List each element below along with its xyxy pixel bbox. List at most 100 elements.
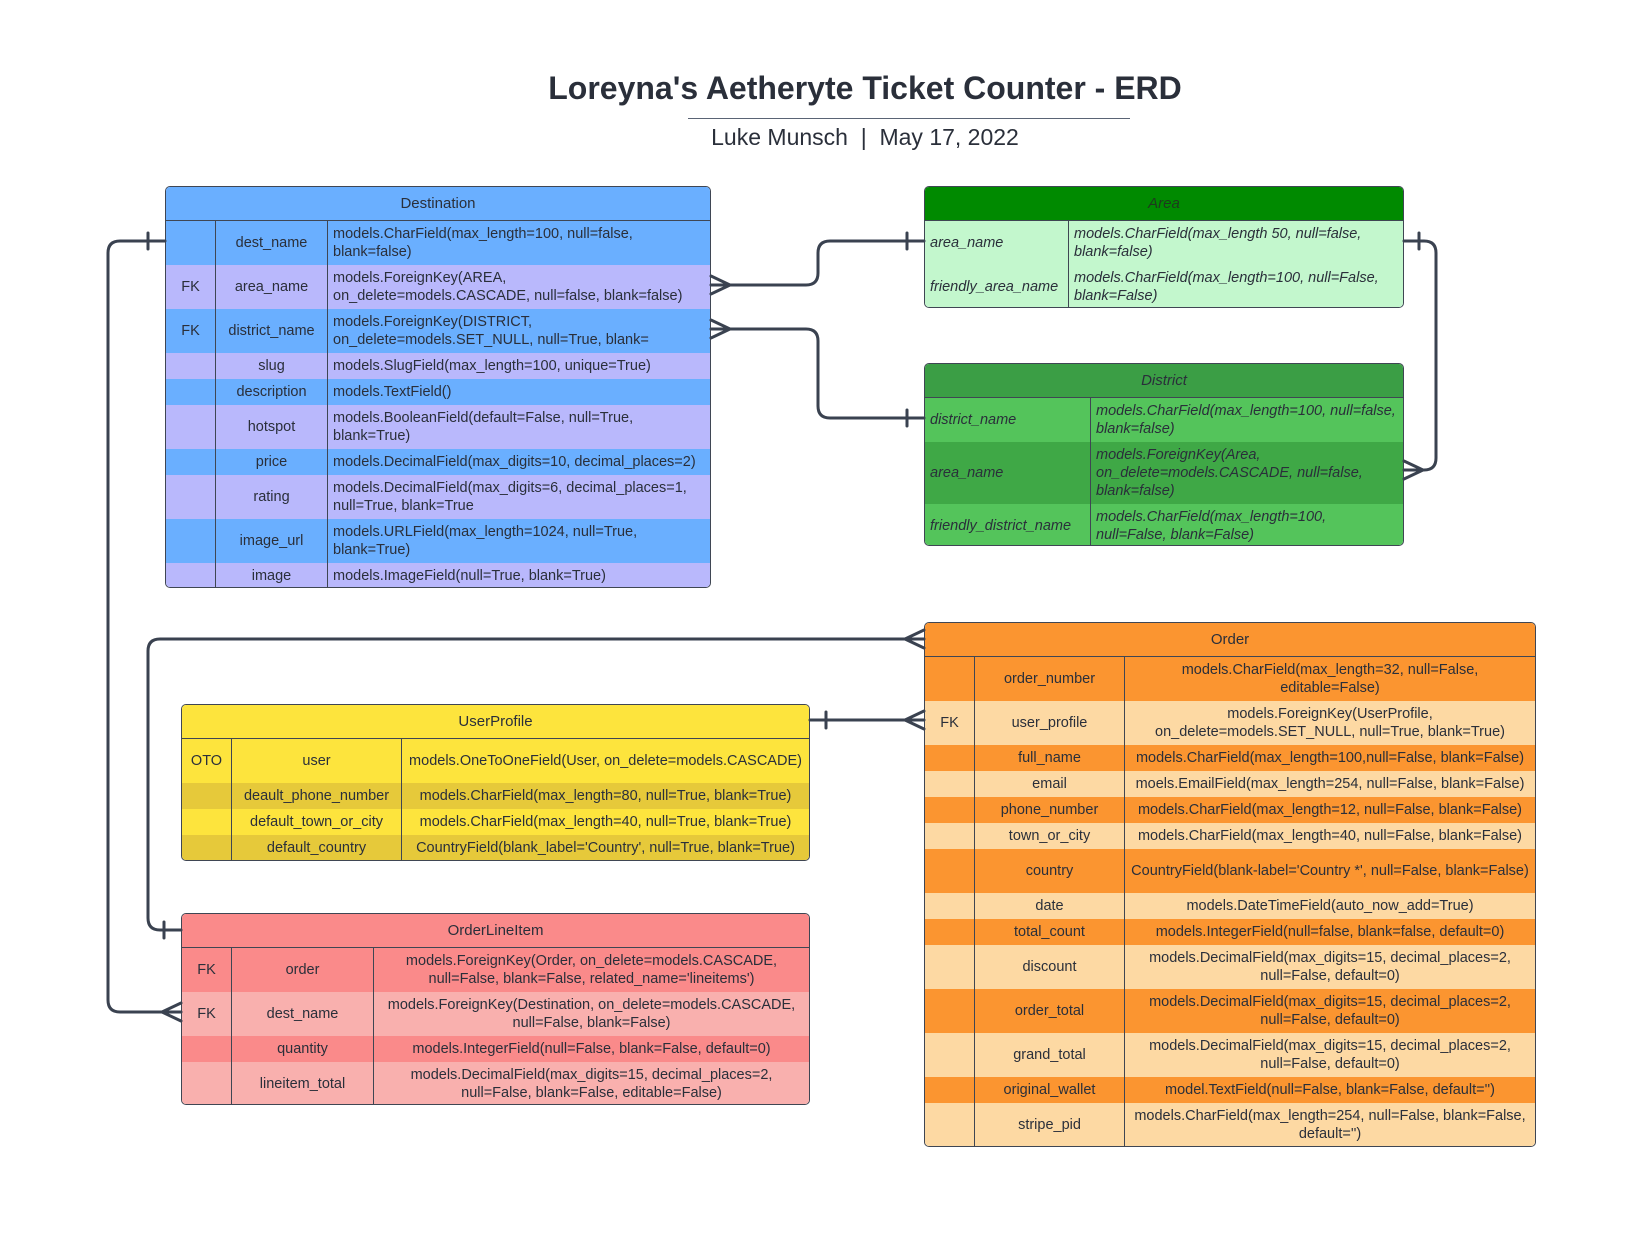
order-field-name: grand_total xyxy=(975,1033,1125,1077)
destination-field-name: dest_name xyxy=(216,221,328,265)
order-field-type: models.CharField(max_length=32, null=Fal… xyxy=(1181,662,1479,696)
orderlineitem-field-name: dest_name xyxy=(232,992,374,1036)
order-field-key xyxy=(925,797,975,823)
district-field-type: models.CharField(max_length=100, null=Fa… xyxy=(1096,508,1327,543)
order-field-row: order_total models.DecimalField(max_digit… xyxy=(925,989,1535,1033)
destination-field-key: FK xyxy=(166,309,216,353)
destination-field-type: models.BooleanField(default=False, null=… xyxy=(333,410,634,444)
orderlineitem-field-type: models.ForeignKey(Destination, on_delete… xyxy=(387,997,796,1031)
order-field-row: country CountryField(blank-label='Country… xyxy=(925,849,1535,893)
order-field-name: order_total xyxy=(975,989,1125,1033)
entity-district-header: District xyxy=(925,364,1403,398)
userprofile-field-type: models.CharField(max_length=40, null=Tru… xyxy=(419,814,792,830)
userprofile-field-type: CountryField(blank_label='Country', null… xyxy=(416,840,795,856)
orderlineitem-field-type: models.IntegerField(null=False, blank=Fa… xyxy=(412,1041,771,1057)
order-field-key xyxy=(925,657,975,701)
entity-orderlineitem-header: OrderLineItem xyxy=(182,914,809,948)
order-field-type: models.DecimalField(max_digits=15, decim… xyxy=(1149,994,1511,1028)
order-field-name: original_wallet xyxy=(975,1077,1125,1103)
orderlineitem-field-name: order xyxy=(232,948,374,992)
order-field-type: models.CharField(max_length=12, null=Fal… xyxy=(1137,802,1523,818)
diagram-title: Loreyna's Aetheryte Ticket Counter - ERD xyxy=(548,70,1182,106)
destination-field-name: rating xyxy=(216,475,328,519)
order-field-type: models.CharField(max_length=254, null=Fa… xyxy=(1134,1108,1526,1142)
destination-field-row: image models.ImageField(null=True, blank=… xyxy=(166,563,710,587)
orderlineitem-field-type: models.DecimalField(max_digits=15, decim… xyxy=(410,1067,773,1101)
district-field-name: area_name xyxy=(925,442,1091,504)
order-field-row: email moels.EmailField(max_length=254, nu… xyxy=(925,771,1535,797)
district-field-name: district_name xyxy=(925,398,1091,442)
order-field-type: models.CharField(max_length=40, null=Fal… xyxy=(1137,828,1523,844)
destination-field-key xyxy=(166,475,216,519)
order-field-key xyxy=(925,919,975,945)
destination-field-type: models.ForeignKey(DISTRICT, on_delete=mo… xyxy=(333,314,649,348)
orderlineitem-field-key: FK xyxy=(182,992,232,1036)
order-field-type: CountryField(blank-label='Country *', nu… xyxy=(1131,863,1529,879)
order-field-type: models.DateTimeField(auto_now_add=True) xyxy=(1186,898,1474,914)
orderlineitem-field-row: quantity models.IntegerField(null=False, … xyxy=(182,1036,809,1062)
order-field-name: phone_number xyxy=(975,797,1125,823)
destination-field-key: FK xyxy=(166,265,216,309)
order-field-key xyxy=(925,849,975,893)
destination-field-row: price models.DecimalField(max_digits=10, … xyxy=(166,449,710,475)
order-field-name: discount xyxy=(975,945,1125,989)
order-field-type: models.CharField(max_length=100,null=Fal… xyxy=(1135,750,1525,766)
orderlineitem-field-key: FK xyxy=(182,948,232,992)
entity-destination-header: Destination xyxy=(166,187,710,221)
destination-field-type: models.DecimalField(max_digits=10, decim… xyxy=(333,454,696,470)
order-field-name: email xyxy=(975,771,1125,797)
order-field-row: stripe_pid models.CharField(max_length=25… xyxy=(925,1103,1535,1146)
destination-field-key xyxy=(166,563,216,587)
order-field-name: full_name xyxy=(975,745,1125,771)
order-field-key xyxy=(925,945,975,989)
crowfoot-destination-district xyxy=(709,318,732,340)
orderlineitem-field-type: models.ForeignKey(Order, on_delete=model… xyxy=(405,953,778,987)
userprofile-field-name: user xyxy=(232,739,402,783)
order-field-type: moels.EmailField(max_length=254, null=Fa… xyxy=(1135,776,1525,792)
order-field-row: phone_number models.CharField(max_length=… xyxy=(925,797,1535,823)
orderlineitem-field-name: quantity xyxy=(232,1036,374,1062)
destination-field-name: image xyxy=(216,563,328,587)
district-field-type: models.CharField(max_length=100, null=fa… xyxy=(1096,403,1396,437)
crowfoot-order-userprofile xyxy=(903,709,926,731)
orderlineitem-field-key xyxy=(182,1036,232,1062)
connector-destination-area xyxy=(709,239,926,287)
area-field-type: models.CharField(max_length=100, null=Fa… xyxy=(1074,270,1379,304)
order-field-key: FK xyxy=(925,701,975,745)
order-field-key xyxy=(925,893,975,919)
userprofile-field-key xyxy=(182,809,232,835)
destination-field-name: area_name xyxy=(216,265,328,309)
entity-order-header: Order xyxy=(925,623,1535,657)
destination-field-name: slug xyxy=(216,353,328,379)
destination-field-type: models.ImageField(null=True, blank=True) xyxy=(333,568,606,584)
destination-field-key xyxy=(166,353,216,379)
crowfoot-district-area xyxy=(1402,459,1425,481)
order-field-name: country xyxy=(975,849,1125,893)
crowfoot-order-line xyxy=(903,628,926,650)
order-field-name: total_count xyxy=(975,919,1125,945)
userprofile-field-type: models.OneToOneField(User, on_delete=mod… xyxy=(409,753,802,769)
connector-destination-district xyxy=(709,327,926,420)
userprofile-field-key xyxy=(182,835,232,860)
order-field-name: stripe_pid xyxy=(975,1103,1125,1146)
destination-field-name: price xyxy=(216,449,328,475)
order-field-row: full_name models.CharField(max_length=100… xyxy=(925,745,1535,771)
